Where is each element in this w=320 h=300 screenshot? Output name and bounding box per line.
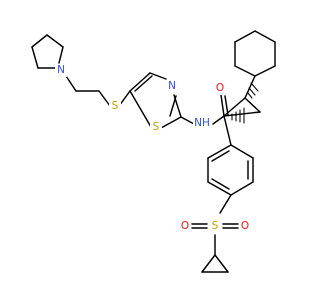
cyclohexane-bond-1 xyxy=(254,65,276,77)
phenyl-bond-6 xyxy=(207,144,232,159)
stereo-hash-6 xyxy=(248,87,256,96)
thiazole-bond-4 xyxy=(160,116,182,129)
pyrrolidine-bond-3 xyxy=(31,46,39,69)
thioether-s-label: S xyxy=(112,100,119,112)
carbonyl-o-label: O xyxy=(216,82,224,94)
sulfonyl-s-label: S xyxy=(212,220,219,232)
linker-bond-3 xyxy=(98,90,111,107)
thiazole-bond-1 xyxy=(129,72,151,92)
pyrrolidine-ring xyxy=(31,34,64,69)
cyclohexane-ring xyxy=(234,30,276,99)
pyrrolidine-bond-5 xyxy=(58,46,64,64)
thiazole-ring xyxy=(129,72,182,129)
amide-n-bond xyxy=(180,116,195,125)
atom-labels: N S N S NH O S O O xyxy=(55,64,251,233)
pyrrolidine-n-bg xyxy=(55,64,67,77)
thiazole-n-label: N xyxy=(168,80,176,92)
cyclohexane-link xyxy=(244,75,256,99)
thiazole-s-label: S xyxy=(153,121,160,133)
sulfonyl-o-left-label: O xyxy=(181,220,189,232)
carbonyl-o-bg xyxy=(214,82,226,95)
cyclohexane-bond-4 xyxy=(234,30,256,43)
amide-c-bond xyxy=(212,115,225,125)
cyclopropane-bond-1 xyxy=(223,97,246,117)
cyclopropane-core xyxy=(223,82,261,124)
molecule-structure: N S N S NH O S O O xyxy=(31,30,276,273)
ethyl-thio-linker xyxy=(65,75,131,107)
cyclohexane-bond-3 xyxy=(254,30,276,43)
carbonyl-bond-1 xyxy=(220,94,225,117)
linker-bond-1 xyxy=(65,75,77,92)
thiazole-bond-5 xyxy=(129,90,152,128)
stereo-hash-5 xyxy=(247,92,253,99)
amide-nh-bg xyxy=(193,117,212,130)
cyclohexane-bond-6 xyxy=(234,65,256,77)
cyclopropyl-bond-1 xyxy=(201,254,216,273)
thiazole-s-bg xyxy=(150,121,162,134)
cyclopropyl-bond-2 xyxy=(214,254,229,273)
thioether-s-bg xyxy=(109,100,121,113)
sulfonyl-o-right-bg xyxy=(239,220,251,233)
thiazole-bond-1-inner xyxy=(134,75,153,92)
amide-linkage xyxy=(180,94,229,125)
phenyl-bond-4-inner xyxy=(211,178,230,190)
aryl-sulfonyl-bond xyxy=(219,194,232,214)
thiazole-n-bg xyxy=(166,80,178,93)
pyrrolidine-bond-1 xyxy=(31,34,48,48)
thiazole-bond-3-inner xyxy=(169,95,177,117)
cyclopropane-bond-2 xyxy=(223,111,261,117)
phenyl-bond-6-inner xyxy=(211,150,230,162)
thiazole-bond-2 xyxy=(149,72,167,80)
carbonyl-bond-2 xyxy=(224,95,229,116)
phenyl-link xyxy=(223,115,232,146)
sulfonyl-s-bg xyxy=(209,220,221,233)
phenyl-bond-4 xyxy=(207,181,232,196)
pyrrolidine-bond-2 xyxy=(46,34,64,48)
sulfonyl-o-right-label: O xyxy=(241,220,249,232)
phenyl-ring xyxy=(207,115,254,196)
phenyl-bond-3 xyxy=(230,181,254,196)
pyrrolidine-n-label: N xyxy=(57,64,65,76)
sulfonyl-o-left-bg xyxy=(179,220,191,233)
cyclopropane-bond-3 xyxy=(244,97,261,113)
stereo-hash-7 xyxy=(250,82,259,92)
amide-nh-label: NH xyxy=(194,117,210,129)
phenyl-bond-1 xyxy=(230,144,254,159)
cyclopropylsulfonyl-group xyxy=(191,194,239,273)
